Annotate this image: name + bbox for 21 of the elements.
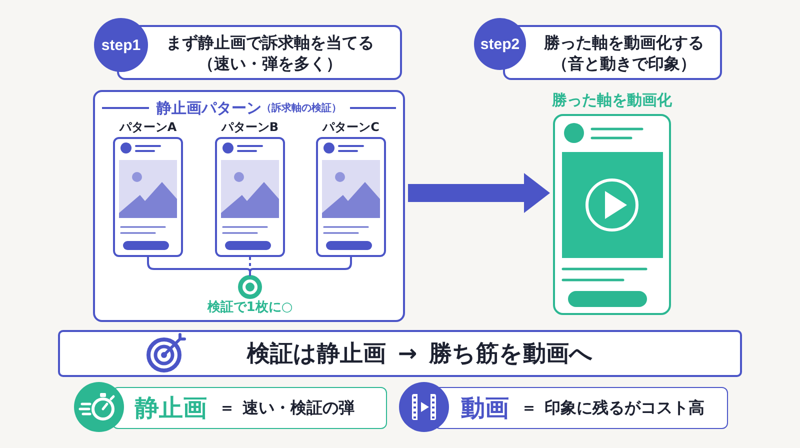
definition-card: [112, 387, 387, 429]
card-label: パターンA: [118, 119, 178, 135]
card-label: パターンB: [220, 119, 280, 135]
ring-caption: 検証で1枚に○: [206, 300, 294, 316]
heading-text: まず静止画で訴求軸を当てる（速い・弾を多く）: [165, 32, 375, 74]
phone-label: 勝った軸を動画化: [551, 90, 673, 110]
block-arrow: [408, 173, 550, 213]
summary-banner: [58, 330, 742, 377]
definition-text: ＝ 印象に残るがコスト高: [521, 397, 705, 419]
panel-subtitle: （訴求軸の検証）: [262, 102, 342, 116]
term-label: 動画: [461, 393, 509, 423]
step-badge: step1: [94, 18, 148, 72]
definition-text: ＝ 速い・検証の弾: [219, 397, 355, 419]
panel-title: 静止画パターン: [156, 98, 262, 118]
panel-frame: [93, 90, 405, 322]
card-label: パターンC: [321, 119, 380, 135]
term-label: 静止画: [135, 393, 207, 423]
banner-text: 検証は静止画 → 勝ち筋を動画へ: [246, 340, 594, 368]
heading-text: 勝った軸を動画化する（音と動きで印象）: [543, 32, 705, 74]
connector-line: [249, 256, 352, 276]
step-badge: step2: [474, 18, 526, 70]
